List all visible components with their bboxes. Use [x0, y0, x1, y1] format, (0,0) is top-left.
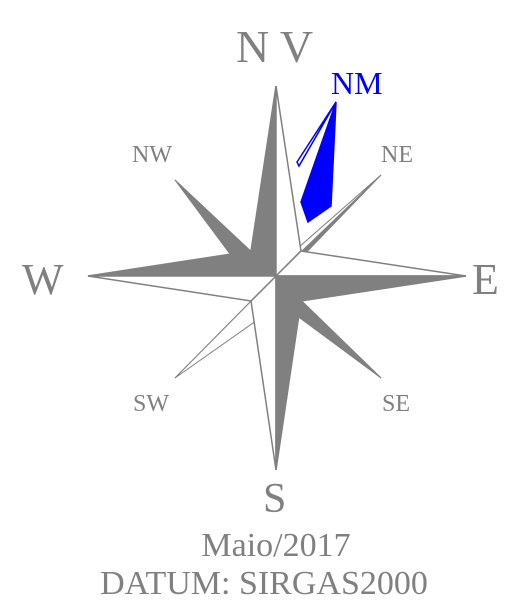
- magnetic-north-label: NM: [331, 65, 383, 101]
- northeast-label: NE: [381, 142, 413, 168]
- northwest-label: NW: [132, 142, 172, 168]
- magnetic-north-arrow: [297, 102, 336, 222]
- rose-east-point: [276, 251, 466, 301]
- southwest-label: SW: [133, 391, 169, 417]
- southeast-label: SE: [382, 391, 410, 417]
- east-label: E: [472, 255, 499, 304]
- datum-text: DATUM: SIRGAS2000: [100, 565, 428, 602]
- north-label: N V: [236, 21, 313, 72]
- west-label: W: [22, 255, 64, 304]
- date-text: Maio/2017: [201, 527, 350, 564]
- rose-west-point: [88, 251, 276, 301]
- rose-south-point: [251, 276, 301, 470]
- south-label: S: [263, 476, 286, 522]
- rose-north-point: [251, 86, 301, 276]
